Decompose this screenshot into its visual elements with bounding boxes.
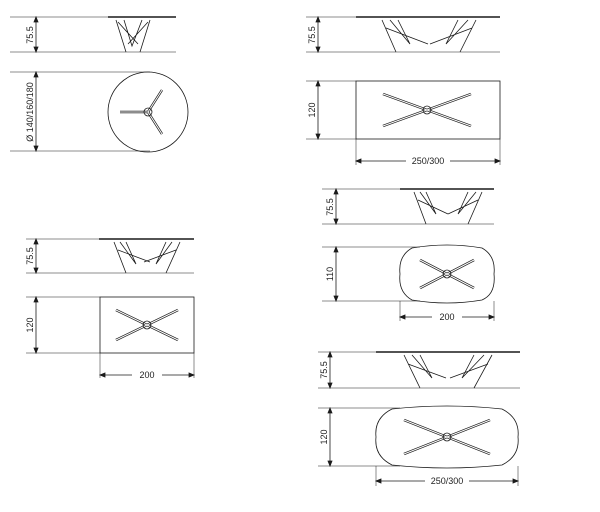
depth-dimension: 120 — [25, 295, 39, 355]
depth-label: 120 — [319, 429, 329, 444]
rect200-elevation — [26, 238, 194, 274]
diameter-label: Ø 140/160/180 — [25, 82, 35, 142]
width-dimension: 250/300 — [354, 139, 502, 166]
depth-label: 120 — [25, 317, 35, 332]
depth-label: 120 — [307, 102, 317, 117]
round-table-plan — [10, 71, 189, 153]
width-label: 200 — [439, 312, 454, 322]
height-label: 75.5 — [307, 26, 317, 44]
height-dimension: 75.5 — [25, 237, 39, 275]
height-label: 75.5 — [325, 198, 335, 216]
width-label: 200 — [139, 370, 154, 380]
height-dimension: 75.5 — [325, 187, 339, 226]
height-dimension: 75.5 — [319, 350, 333, 390]
rect250-elevation — [306, 16, 500, 53]
depth-label: 110 — [325, 267, 335, 281]
height-label: 75.5 — [25, 247, 35, 265]
width-dimension: 200 — [398, 301, 496, 322]
height-label: 75.5 — [319, 361, 329, 379]
diameter-dimension: Ø 140/160/180 — [25, 70, 39, 153]
height-dimension: 75.5 — [307, 15, 321, 54]
depth-dimension: 110 — [325, 245, 339, 303]
width-dimension: 200 — [98, 353, 196, 380]
depth-dimension: 120 — [307, 79, 321, 141]
width-label: 250/300 — [412, 156, 445, 166]
width-label: 250/300 — [431, 476, 464, 486]
shaped250-elevation — [318, 351, 520, 389]
shaped200-plan — [322, 244, 495, 304]
shaped250-plan — [318, 405, 519, 469]
shaped200-elevation — [322, 188, 494, 225]
round-table-elevation — [10, 16, 176, 53]
rect200-plan — [26, 296, 195, 354]
rect250-plan — [306, 80, 501, 140]
height-label: 75.5 — [25, 26, 35, 44]
height-dimension: 75.5 — [25, 15, 39, 54]
width-dimension: 250/300 — [374, 466, 520, 486]
depth-dimension: 120 — [319, 406, 333, 468]
